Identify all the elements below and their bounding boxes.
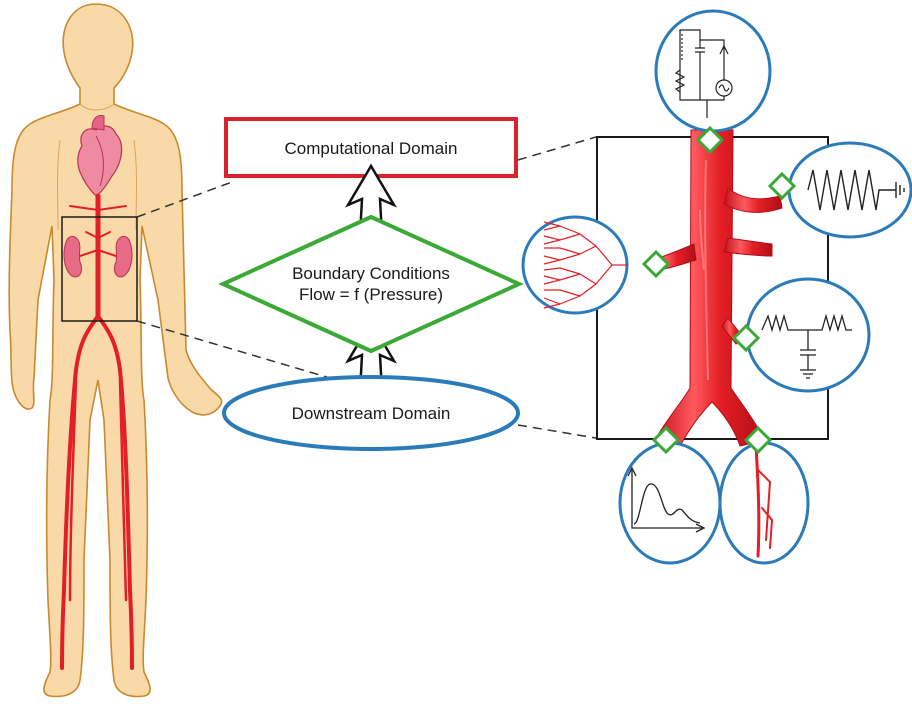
boundary-conditions-diamond: Boundary Conditions Flow = f (Pressure) — [218, 214, 524, 354]
bc-marker-bottom-left — [651, 425, 681, 455]
rcr-circuit — [761, 313, 852, 379]
bc-marker-right-upper — [767, 171, 797, 201]
windkessel-bubble — [654, 9, 772, 133]
flow-waveform-bubble — [618, 441, 722, 565]
boundary-conditions-equation: Flow = f (Pressure) — [299, 285, 443, 304]
bc-marker-bottom-right — [743, 425, 773, 455]
zoom-connector-lines — [136, 136, 597, 439]
body-contour-lines — [57, 103, 137, 231]
mesenteric-branch — [723, 237, 773, 257]
bc-marker-top — [695, 125, 725, 155]
aorta-highlight — [699, 159, 709, 381]
downstream-domain-label: Downstream Domain — [292, 404, 451, 423]
boundary-markers — [641, 125, 797, 455]
aorta-trunk — [654, 129, 765, 447]
resistance-symbol — [807, 169, 905, 211]
body-arteries — [60, 193, 134, 670]
windkessel-circuit — [674, 29, 733, 118]
boundary-conditions-title: Boundary Conditions — [292, 264, 450, 283]
kidneys — [63, 235, 133, 278]
heart-organ — [77, 115, 123, 197]
computational-domain-label: Computational Domain — [285, 139, 458, 158]
bc-marker-right-middle — [731, 323, 761, 353]
structured-tree — [543, 221, 628, 309]
bc-marker-left — [641, 249, 671, 279]
downstream-domain-ellipse: Downstream Domain — [222, 375, 520, 451]
body-zoom-region — [61, 216, 138, 322]
renal-branch-right — [723, 187, 783, 213]
leg-artery-bubble — [718, 441, 810, 565]
boundary-bubbles — [521, 9, 912, 565]
leg-artery-model — [754, 444, 774, 558]
flow-waveform-plot — [627, 466, 706, 533]
